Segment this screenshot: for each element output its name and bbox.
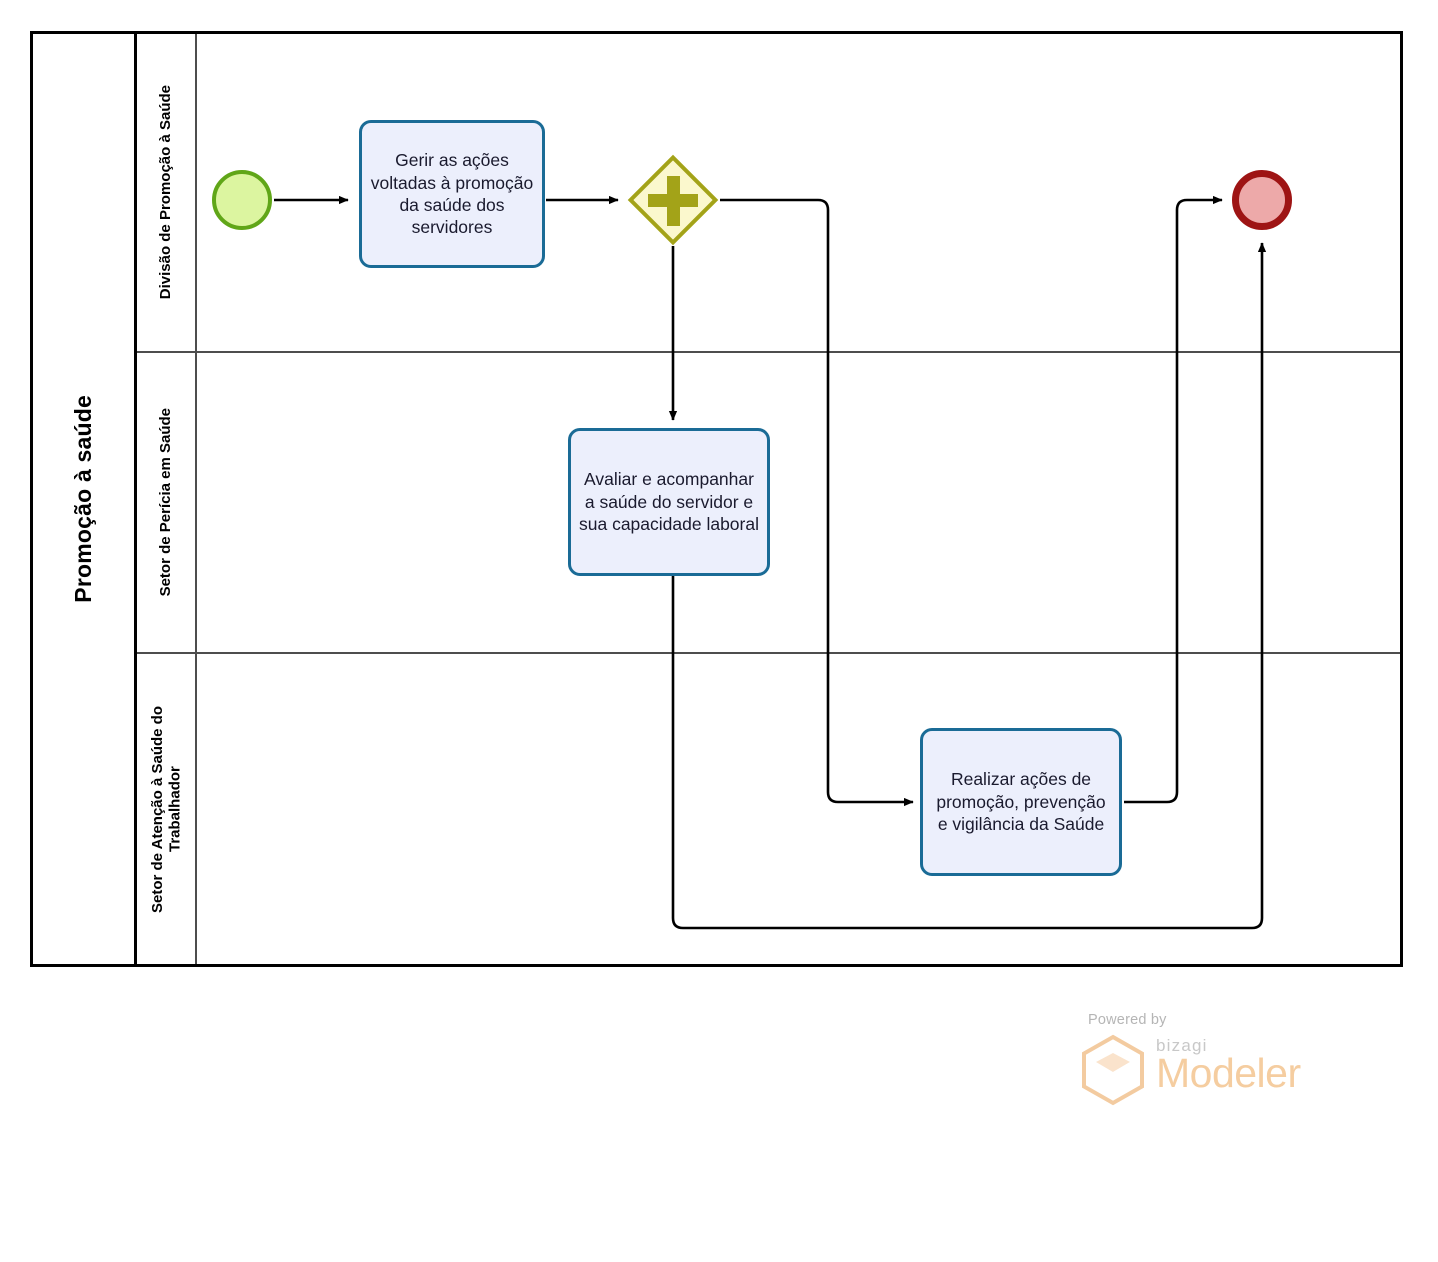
pool-header: Promoção à saúde bbox=[33, 34, 137, 964]
task-realizar-acoes[interactable]: Realizar ações de promoção, prevenção e … bbox=[920, 728, 1122, 876]
lane-header-pericia: Setor de Perícia em Saúde bbox=[137, 353, 197, 652]
powered-by-label: Powered by bbox=[1088, 1012, 1167, 1028]
bizagi-modeler-watermark: Powered by bizagi Modeler bbox=[1080, 1012, 1340, 1112]
bizagi-product-label: Modeler bbox=[1156, 1050, 1301, 1096]
lane-label-atencao: Setor de Atenção à Saúde do Trabalhador bbox=[148, 705, 183, 913]
lane-setor-de-pericia-em-saude: Setor de Perícia em Saúde bbox=[137, 353, 1400, 652]
end-event[interactable] bbox=[1232, 170, 1292, 230]
start-event[interactable] bbox=[212, 170, 272, 230]
lane-divisao-de-promocao-a-saude: Divisão de Promoção à Saúde bbox=[137, 34, 1400, 351]
lane-header-divisao: Divisão de Promoção à Saúde bbox=[137, 34, 197, 351]
lane-label-divisao: Divisão de Promoção à Saúde bbox=[157, 85, 175, 300]
bizagi-hexagon-logo-icon bbox=[1082, 1034, 1144, 1106]
parallel-gateway[interactable] bbox=[627, 154, 719, 246]
lane-header-atencao: Setor de Atenção à Saúde do Trabalhador bbox=[137, 654, 197, 964]
task-gerir-as-acoes[interactable]: Gerir as ações voltadas à promoção da sa… bbox=[359, 120, 545, 268]
plus-icon-vertical bbox=[666, 176, 680, 226]
lane-setor-de-atencao-a-saude-do-trabalhador: Setor de Atenção à Saúde do Trabalhador bbox=[137, 654, 1400, 964]
task-avaliar-e-acompanhar[interactable]: Avaliar e acompanhar a saúde do servidor… bbox=[568, 428, 770, 576]
lane-label-pericia: Setor de Perícia em Saúde bbox=[157, 408, 175, 597]
pool-title: Promoção à saúde bbox=[70, 395, 97, 603]
bizagi-brand-label: bizagi bbox=[1156, 1036, 1208, 1055]
